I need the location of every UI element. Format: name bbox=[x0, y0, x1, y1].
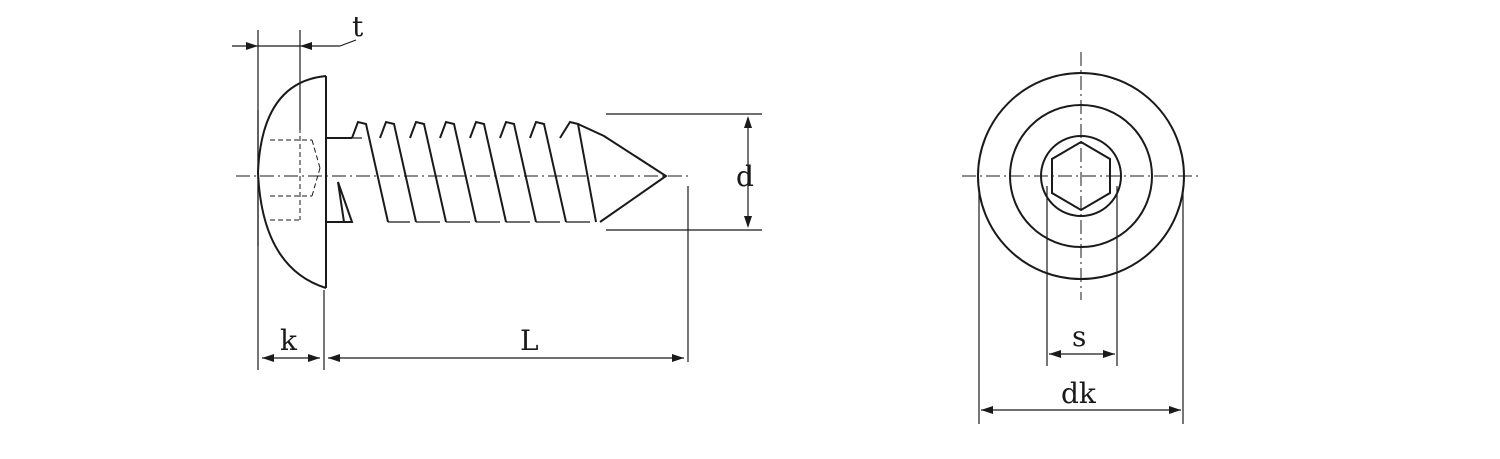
screw-tip bbox=[577, 123, 668, 223]
screw-head-dome bbox=[256, 75, 327, 289]
label-d: d bbox=[736, 160, 754, 193]
side-view: t k L d bbox=[232, 10, 762, 370]
label-L: L bbox=[520, 324, 539, 357]
end-view: s dk bbox=[962, 52, 1198, 424]
label-s: s bbox=[1072, 320, 1086, 353]
label-t: t bbox=[352, 10, 364, 43]
dim-L bbox=[328, 354, 684, 362]
label-k: k bbox=[280, 324, 298, 357]
dim-d bbox=[744, 116, 752, 228]
thread-flanks bbox=[337, 120, 597, 223]
socket-hidden-lines bbox=[270, 128, 321, 221]
dim-dk bbox=[981, 406, 1181, 414]
dim-t bbox=[232, 39, 357, 50]
dim-k bbox=[262, 354, 320, 362]
label-dk: dk bbox=[1061, 377, 1097, 410]
dim-s bbox=[1049, 350, 1115, 358]
